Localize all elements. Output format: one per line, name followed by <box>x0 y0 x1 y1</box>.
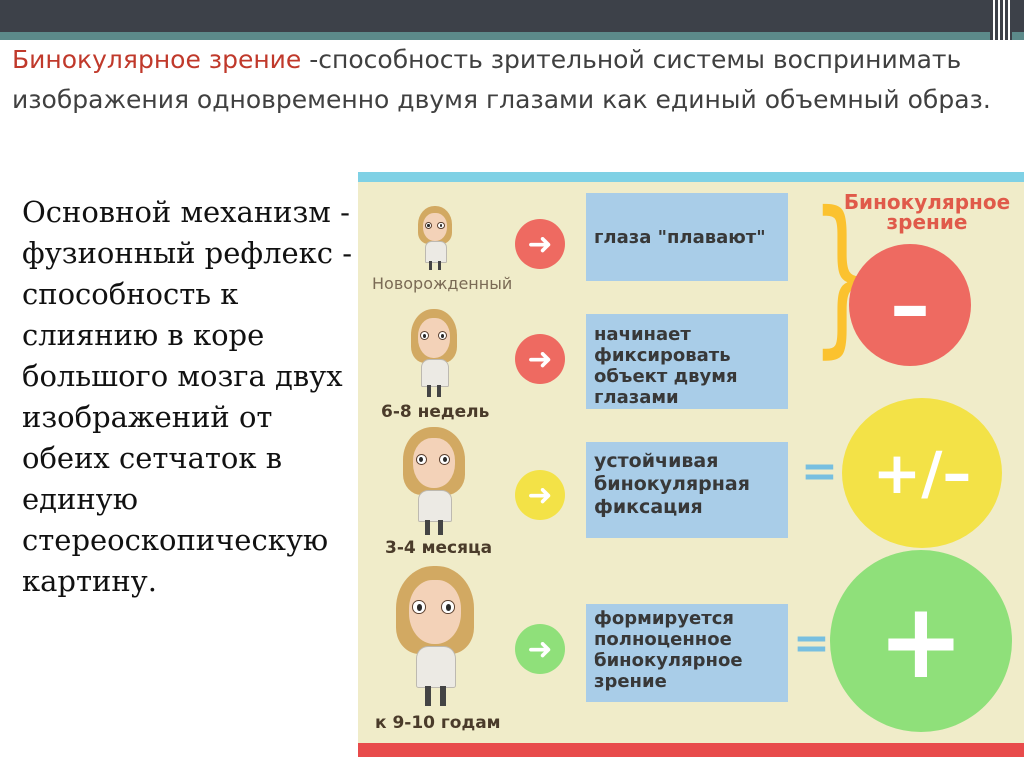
infographic-top-line <box>358 172 1024 182</box>
stage-description-6-8-weeks: начинает фиксировать объект двумя глазам… <box>586 314 788 409</box>
decorative-stripes <box>990 0 1012 40</box>
top-accent-bar <box>0 32 1024 40</box>
child-figure-newborn <box>415 206 455 270</box>
arrow-icon: ➜ <box>515 334 565 384</box>
mechanism-paragraph: Основной механизм - фузионный рефлекс - … <box>22 195 353 598</box>
arrow-icon: ➜ <box>515 219 565 269</box>
plus-result-icon: + <box>830 550 1012 732</box>
age-label-3-4-months: 3-4 месяца <box>385 538 493 558</box>
stage-description-3-4-months: устойчивая бинокулярная фиксация <box>586 442 788 538</box>
child-figure-6-8-weeks <box>408 309 460 397</box>
equals-sign: = <box>793 618 830 669</box>
equals-sign: = <box>801 446 838 497</box>
definition-heading: Бинокулярное зрение -способность зритель… <box>12 40 1007 120</box>
age-label-9-10-years: к 9-10 годам <box>375 713 501 733</box>
infographic-bottom-line <box>358 743 1024 757</box>
arrow-icon: ➜ <box>515 624 565 674</box>
plus-minus-result-icon: +/– <box>842 398 1002 548</box>
top-bar <box>0 0 1024 32</box>
age-label-newborn: Новорожденный <box>372 274 513 293</box>
minus-result-icon: – <box>849 244 971 366</box>
child-figure-3-4-months <box>400 427 468 535</box>
arrow-icon: ➜ <box>515 470 565 520</box>
stage-description-9-10-years: формируется полноценное бинокулярное зре… <box>586 604 788 702</box>
stage-description-newborn: глаза "плавают" <box>586 193 788 281</box>
term-definition: -способность зрительной системы восприни… <box>12 45 991 114</box>
term-highlight: Бинокулярное зрение <box>12 45 302 74</box>
result-title: Бинокулярное зрение <box>843 190 1011 234</box>
child-figure-9-10-years <box>392 566 478 706</box>
age-label-6-8-weeks: 6-8 недель <box>381 402 490 422</box>
